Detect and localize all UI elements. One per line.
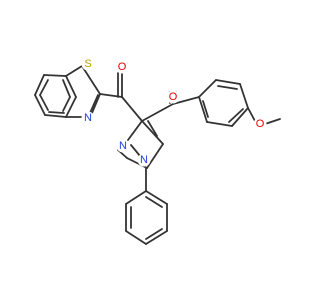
atom-s1-label: S xyxy=(84,58,91,70)
bond-24 xyxy=(141,120,164,145)
bond-30 xyxy=(125,230,147,245)
bond-15 xyxy=(89,94,99,114)
atom-o2-label: O xyxy=(169,91,178,103)
atom-n1-bg xyxy=(81,111,95,125)
atom-o2-bg xyxy=(166,90,180,104)
bond-38 xyxy=(172,96,200,105)
bond-10 xyxy=(48,111,65,114)
bond-13 xyxy=(91,93,101,114)
bond-51 xyxy=(264,118,281,125)
bond-12 xyxy=(81,65,101,95)
bond-4 xyxy=(65,75,77,98)
atom-o1-bg xyxy=(115,60,129,74)
bond-49 xyxy=(202,100,209,118)
bond-2 xyxy=(44,114,67,118)
bond-3 xyxy=(65,96,77,118)
bond-41 xyxy=(198,79,217,98)
atom-s1-bg xyxy=(81,57,95,71)
bond-35 xyxy=(145,228,163,240)
bond-42 xyxy=(215,79,241,85)
bond-layer xyxy=(34,65,281,245)
bond-33 xyxy=(145,190,168,205)
bond-11 xyxy=(65,65,83,77)
bond-9 xyxy=(62,96,71,112)
atom-n3-bg xyxy=(137,153,151,167)
atom-n2-label: N xyxy=(119,140,127,152)
bond-5 xyxy=(43,74,67,77)
bond-8 xyxy=(62,79,71,98)
atom-n2-bg xyxy=(116,139,130,153)
bond-26 xyxy=(130,144,141,157)
bond-43 xyxy=(239,83,249,109)
bond-1 xyxy=(34,94,46,116)
bond-36 xyxy=(145,196,163,208)
bond-0 xyxy=(34,74,45,96)
atom-label-layer: S N O O O N N xyxy=(81,57,267,167)
bond-47 xyxy=(217,85,238,90)
bond-46 xyxy=(198,96,208,123)
bond-45 xyxy=(206,121,233,127)
bond-6 xyxy=(39,79,49,96)
atom-o3-label: O xyxy=(256,118,265,130)
bond-28 xyxy=(125,190,147,205)
molecule-structure-diagram: S N O O O N N xyxy=(34,57,281,245)
atom-o3-bg xyxy=(253,117,267,131)
bond-50 xyxy=(247,107,256,122)
atom-o1-label: O xyxy=(118,61,127,73)
bond-23 xyxy=(146,143,164,169)
bond-19 xyxy=(121,96,143,122)
atom-n3-label: N xyxy=(140,154,148,166)
bond-25 xyxy=(147,120,158,137)
bond-48 xyxy=(228,108,244,123)
bond-44 xyxy=(231,107,249,127)
atom-n1-label: N xyxy=(84,112,92,124)
bond-37 xyxy=(141,103,174,122)
bond-20 xyxy=(127,120,143,141)
bond-31 xyxy=(145,230,168,245)
bond-7 xyxy=(39,94,49,111)
